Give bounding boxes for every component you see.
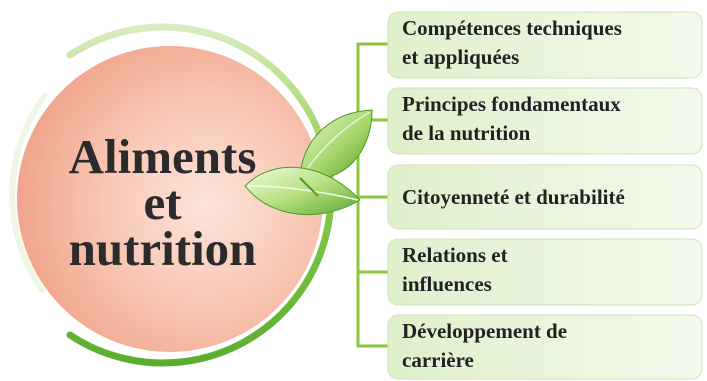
branch-2-line-2: de la nutrition	[402, 121, 531, 145]
branch-box-4	[387, 238, 703, 306]
branch-box-3	[387, 164, 703, 230]
branch-5-line-1: Développement de	[402, 319, 568, 343]
leaf-lower	[244, 166, 361, 216]
leaf-decoration	[244, 109, 373, 216]
leaf-upper	[299, 109, 373, 180]
branch-box-2	[387, 87, 703, 155]
title-line-3: nutrition	[68, 221, 257, 276]
title-line-2: et	[143, 175, 182, 230]
branch-3-line-1: Citoyenneté et durabilité	[402, 185, 625, 209]
title-line-1: Aliments	[68, 129, 257, 184]
branch-boxes	[387, 11, 703, 380]
branch-label-relations: Relations et influences	[402, 241, 702, 299]
branch-2-line-1: Principes fondamentaux	[402, 92, 621, 116]
central-circle	[17, 46, 323, 352]
branch-4-line-1: Relations et	[402, 243, 508, 267]
branch-label-career: Développement de carrière	[402, 317, 702, 375]
branch-label-technical-skills: Compétences techniques et appliquées	[402, 14, 702, 72]
branch-box-1	[387, 11, 703, 79]
branch-label-nutrition-principles: Principes fondamentaux de la nutrition	[402, 90, 702, 148]
branch-1-line-1: Compétences techniques	[402, 16, 622, 40]
branch-box-5	[387, 314, 703, 380]
branch-1-line-2: et appliquées	[402, 45, 520, 69]
branch-5-line-2: carrière	[402, 348, 474, 372]
diagram-title: Aliments et nutrition	[40, 129, 285, 276]
branch-label-citizenship: Citoyenneté et durabilité	[402, 183, 702, 212]
branch-4-line-2: influences	[402, 272, 492, 296]
